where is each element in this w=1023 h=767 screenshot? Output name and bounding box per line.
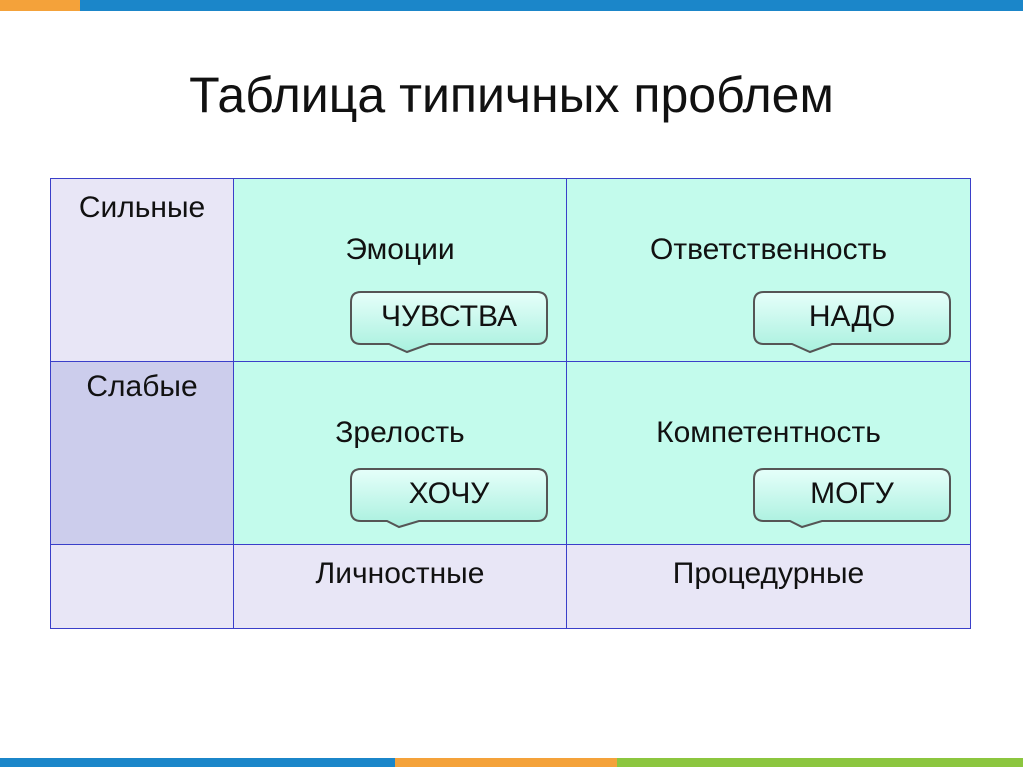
callout-must: НАДО <box>752 290 952 354</box>
top-accent-bar <box>0 0 1023 11</box>
callout-want-text: ХОЧУ <box>408 477 490 510</box>
callout-want: ХОЧУ <box>349 467 549 529</box>
bottom-accent-bar <box>0 758 1023 767</box>
row-header-weak-label: Слабые <box>86 370 198 403</box>
cell-strong-procedural: Ответственность НАДО <box>566 178 971 362</box>
cell-weak-personal-label: Зрелость <box>335 416 465 449</box>
cell-weak-procedural-label: Компетентность <box>656 416 881 449</box>
row-header-strong: Сильные <box>50 178 234 362</box>
top-bar-orange-segment <box>0 0 80 11</box>
corner-cell <box>50 544 234 629</box>
row-header-strong-label: Сильные <box>78 191 206 224</box>
callout-feelings-shape <box>350 291 548 354</box>
cell-strong-personal: Эмоции ЧУВСТВА <box>233 178 567 362</box>
bottom-bar-blue-segment <box>0 758 395 767</box>
cell-weak-personal: Зрелость ХОЧУ <box>233 361 567 545</box>
cell-strong-procedural-label: Ответственность <box>650 233 887 266</box>
column-header-personal: Личностные <box>233 544 567 629</box>
cell-strong-personal-label: Эмоции <box>345 233 455 266</box>
bottom-bar-green-segment <box>617 758 1023 767</box>
row-header-weak: Слабые <box>50 361 234 545</box>
callout-want-shape <box>350 468 548 529</box>
callout-must-text: НАДО <box>808 300 896 333</box>
column-header-procedural-label: Процедурные <box>672 557 865 590</box>
bottom-bar-orange-segment <box>395 758 617 767</box>
callout-must-shape <box>753 291 951 354</box>
callout-can-shape <box>753 468 951 529</box>
top-bar-blue-segment <box>80 0 1023 11</box>
column-header-procedural: Процедурные <box>566 544 971 629</box>
slide-title: Таблица типичных проблем <box>189 67 834 123</box>
problems-table: Сильные Эмоции ЧУВСТВА Ответственность <box>50 178 971 629</box>
callout-can-text: МОГУ <box>810 477 894 510</box>
column-header-personal-label: Личностные <box>315 557 485 590</box>
callout-feelings: ЧУВСТВА <box>349 290 549 354</box>
cell-weak-procedural: Компетентность МОГУ <box>566 361 971 545</box>
callout-feelings-text: ЧУВСТВА <box>380 300 518 333</box>
callout-can: МОГУ <box>752 467 952 529</box>
